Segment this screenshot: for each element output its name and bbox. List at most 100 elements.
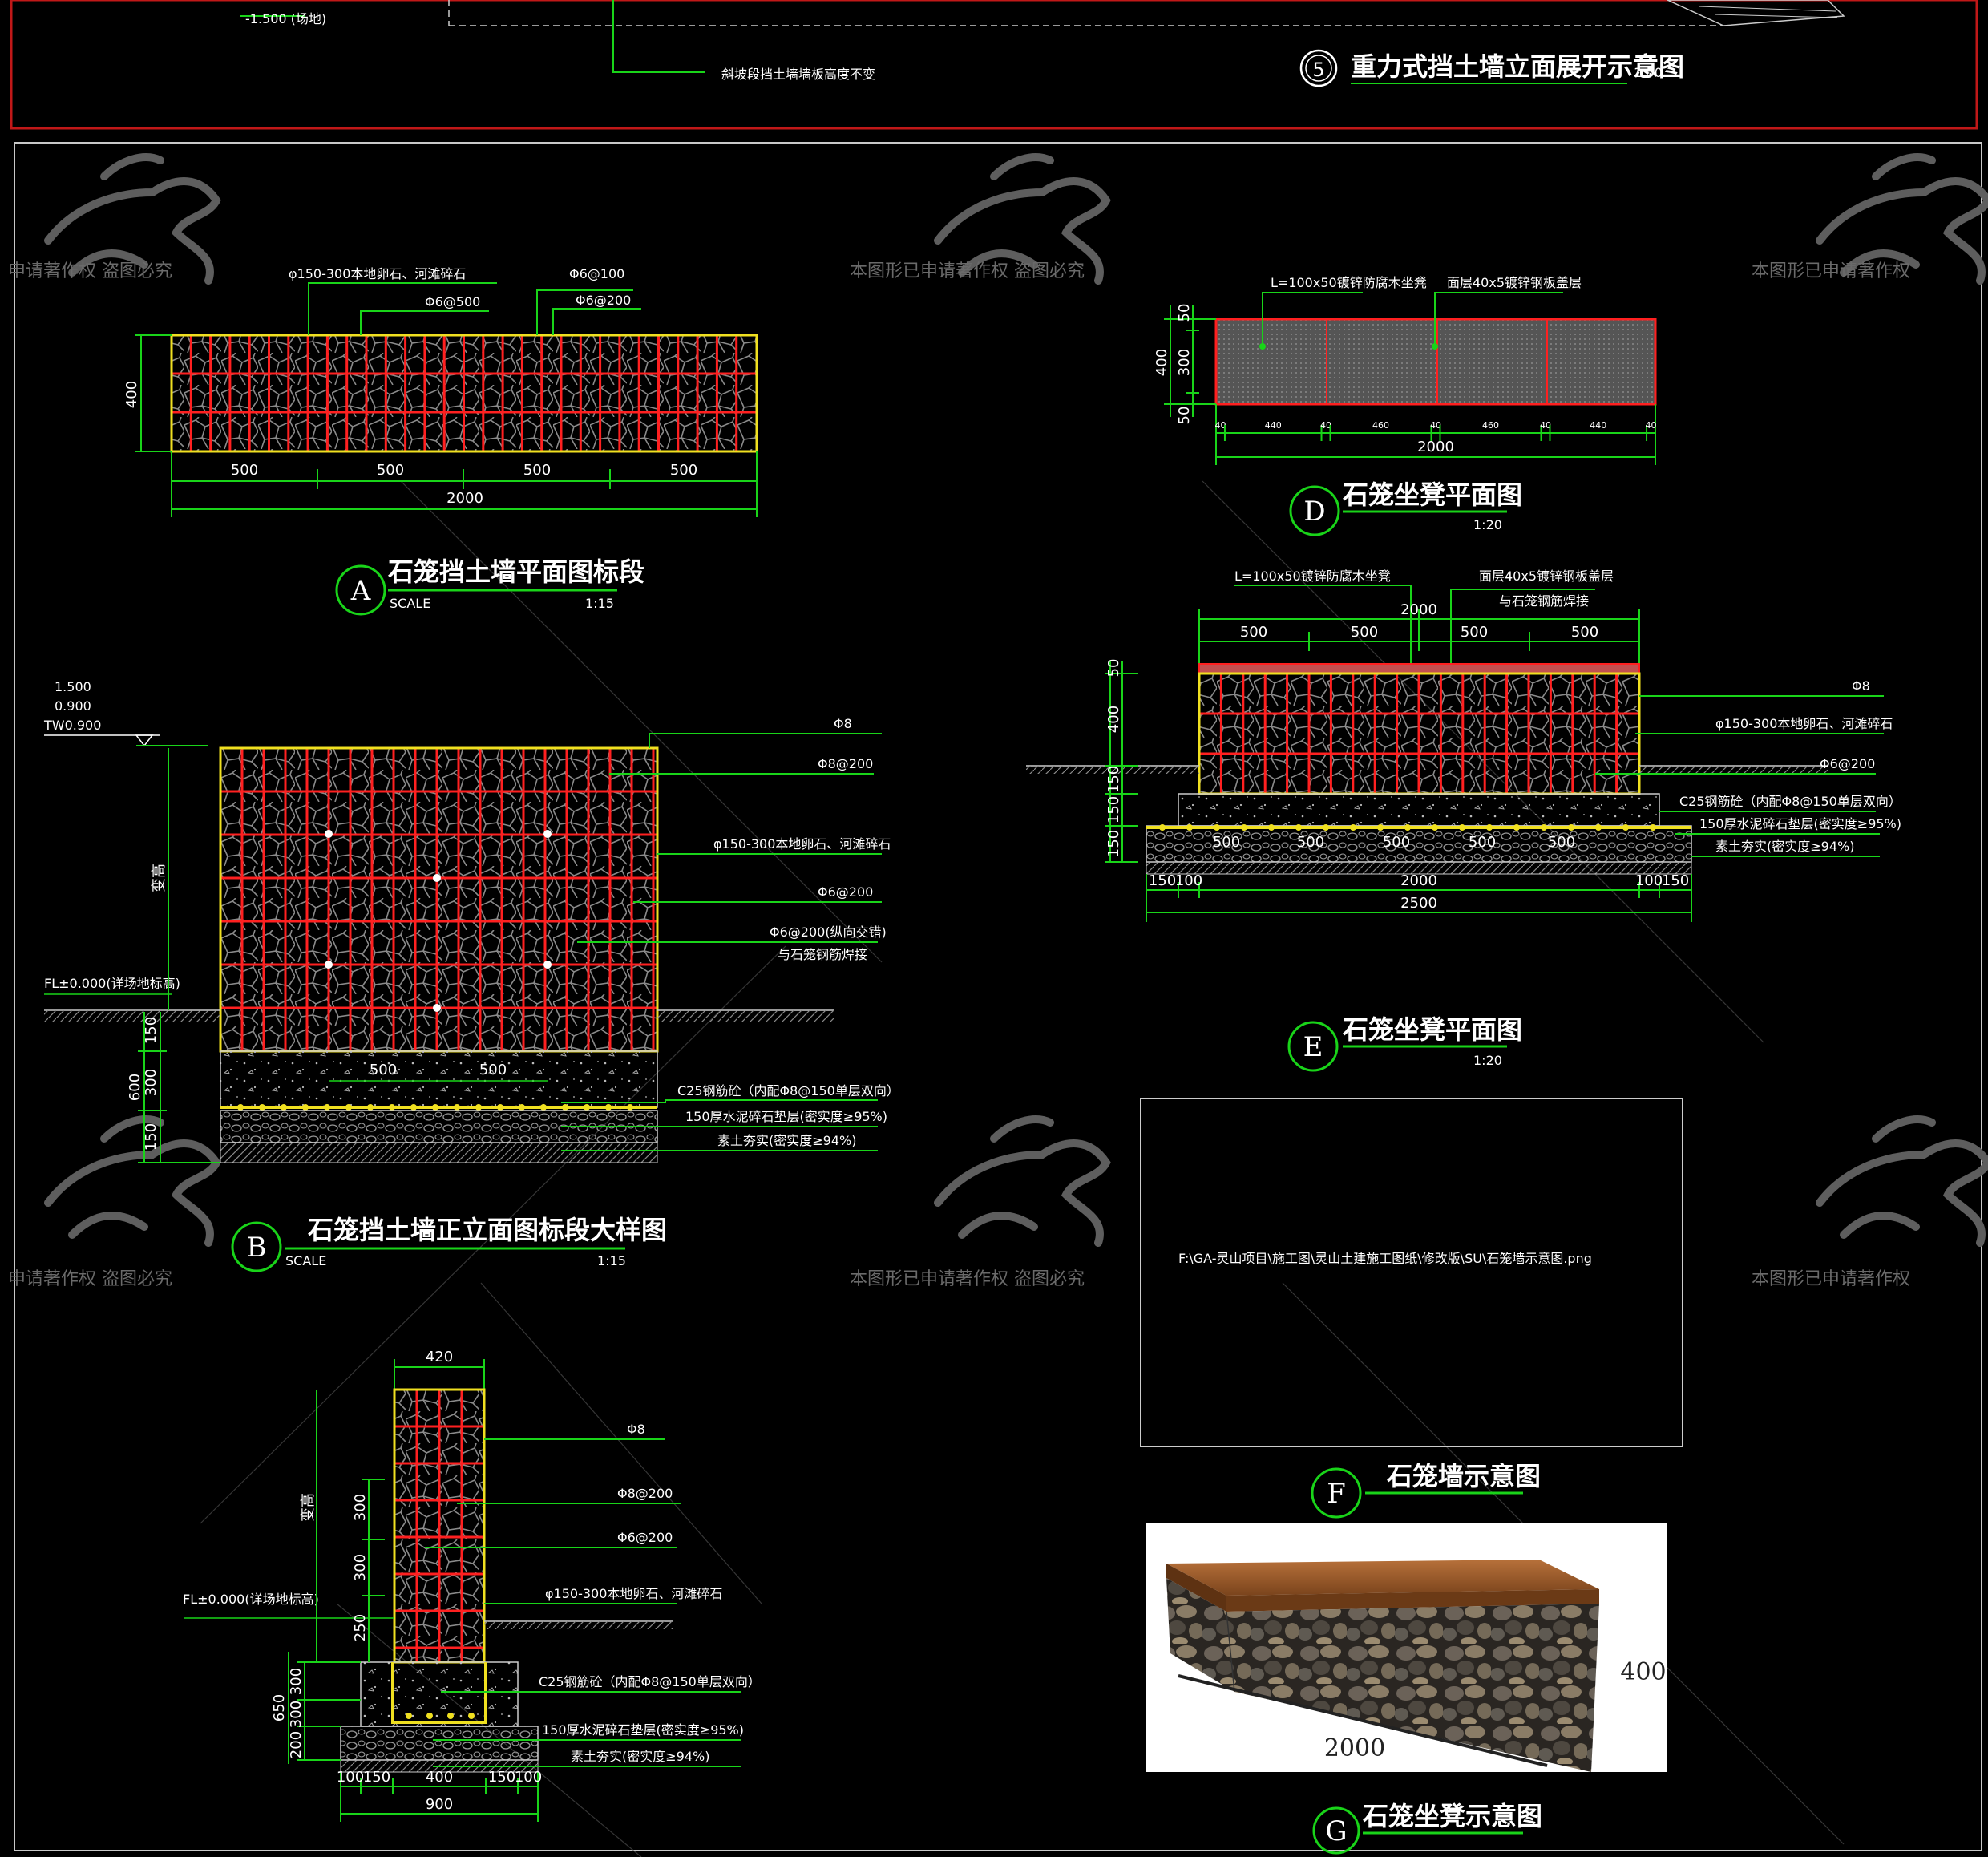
detail-b-dim-bottom: 500	[370, 1062, 397, 1078]
bench-dim-length: 2000	[1324, 1734, 1385, 1762]
footing-bar	[1295, 824, 1302, 831]
footing-bar	[1323, 824, 1329, 831]
detail-d-plan: L=100x50镀锌防腐木坐凳 面层40x5镀锌钢板盖层 50 300 50 4…	[1154, 275, 1657, 536]
footing-bar	[345, 1104, 352, 1111]
detail-e-dim-inside: 500	[1548, 834, 1575, 851]
detail-e-dim-inside: 500	[1213, 834, 1240, 851]
detail-a-title: 石笼挡土墙平面图标段	[387, 556, 644, 587]
detail-c-note: 素土夯实(密实度≥94%)	[571, 1749, 709, 1764]
detail-e-dim-bottom-total: 2500	[1400, 895, 1437, 912]
detail-b-scale-label: SCALE	[285, 1253, 326, 1268]
footing-bar	[1377, 824, 1384, 831]
detail-b-bubble-label: B	[247, 1232, 267, 1264]
detail-c-dim-bottom: 150	[363, 1769, 390, 1786]
detail-b-dim-bottom: 500	[479, 1062, 507, 1078]
detail-c-dim-left: 300	[288, 1668, 305, 1695]
footing-bar	[1350, 824, 1356, 831]
detail-c-top-dim: 420	[426, 1349, 453, 1365]
detail-b-ground-note: FL±0.000(详场地标高)	[44, 976, 180, 991]
footing-bar	[1622, 824, 1629, 831]
detail-b-note: 与石笼钢筋焊接	[778, 947, 867, 962]
footing-bar	[1159, 824, 1166, 831]
detail-d-scale: 1:20	[1473, 517, 1502, 532]
watermark-text: 本图形已申请著作权 盗图必究	[850, 261, 1085, 281]
footing-bar	[454, 1104, 460, 1111]
watermarks: 申请著作权 盗图必究 本图形已申请著作权 盗图必究 本图形已申请著作权 申请著作…	[8, 153, 1988, 1289]
footing-bar	[1486, 824, 1493, 831]
detail-b-side-dim: 变高	[151, 864, 168, 892]
detail-b-dim-left: 150	[143, 1123, 160, 1151]
detail-a-bubble-label: A	[350, 575, 371, 607]
watermark-horse-icon	[934, 1115, 1111, 1247]
top-strip-frame	[10, 0, 1978, 130]
detail-d-dim: 40	[1214, 420, 1226, 431]
footing-bar	[584, 1104, 590, 1111]
footing-bar	[468, 1713, 475, 1719]
footing-bar	[562, 1104, 568, 1111]
detail-e-dim-top: 500	[1351, 624, 1378, 641]
footing-bar	[389, 1104, 395, 1111]
footing-bar	[237, 1104, 244, 1111]
detail-e-bubble	[1287, 1021, 1339, 1072]
detail-e-dim-top: 500	[1461, 624, 1488, 641]
watermark-text: 本图形已申请著作权	[1752, 261, 1910, 281]
footing-bar	[540, 1104, 547, 1111]
footing-bar	[426, 1713, 433, 1719]
detail-c-note: Φ8@200	[617, 1486, 673, 1501]
watermark-horse-icon	[1816, 153, 1988, 285]
watermark-horse-icon	[44, 153, 221, 285]
detail-e-dim-left: 150	[1105, 796, 1122, 823]
detail-d-dim: 440	[1590, 420, 1606, 431]
detail-d-bubble	[1289, 485, 1340, 536]
footing-bar	[1241, 824, 1247, 831]
detail-b-bubble	[231, 1221, 282, 1272]
detail-c-dim-bottom-total: 900	[426, 1796, 453, 1813]
detail-e-footing-bars	[1159, 824, 1656, 831]
detail-a-note: Φ6@100	[569, 266, 624, 281]
detail-d-dim: 460	[1482, 420, 1499, 431]
detail-c-dim-left: 200	[288, 1731, 305, 1758]
detail-c-dim-left: 250	[352, 1614, 369, 1641]
detail-d-dim: 40	[1320, 420, 1331, 431]
detail-a-dim: 500	[523, 462, 551, 479]
detail-e-title: 石笼坐凳平面图	[1342, 1014, 1522, 1045]
detail-d-note: 面层40x5镀锌钢板盖层	[1447, 275, 1582, 290]
watermark-text: 申请著作权 盗图必究	[8, 1269, 172, 1289]
detail-b-dim-left: 300	[143, 1069, 160, 1096]
gabion-bench-picture	[1166, 1560, 1599, 1772]
detail-c-note: C25钢筋砼（内配Φ8@150单层双向）	[539, 1674, 761, 1689]
detail-a-bubble	[335, 564, 386, 616]
footing-bar	[1650, 824, 1656, 831]
detail-e-note: C25钢筋砼（内配Φ8@150单层双向）	[1679, 794, 1901, 809]
top-strip-note: 斜坡段挡土墙墙板高度不变	[721, 67, 875, 82]
footing-bar	[367, 1104, 374, 1111]
footing-bar	[497, 1104, 503, 1111]
detail-d-dim: 40	[1430, 420, 1441, 431]
detail-a-note: Φ6@200	[576, 293, 631, 308]
footing-bar	[1186, 824, 1193, 831]
detail-g-title: 石笼坐凳示意图	[1362, 1801, 1542, 1831]
footing-bar	[1568, 824, 1574, 831]
top-strip-scale: 1:50	[1634, 65, 1663, 80]
detail-c-dim-left: 300	[288, 1701, 305, 1728]
footing-bar	[281, 1104, 287, 1111]
detail-d-dim-left: 50	[1176, 304, 1193, 322]
detail-g-illustration: 2000 400 G 石笼坐凳示意图	[1146, 1523, 1667, 1855]
detail-d-dim-left: 300	[1176, 349, 1193, 376]
footing-bar	[519, 1104, 525, 1111]
detail-a-dim-total: 2000	[446, 490, 483, 507]
detail-c-dim-left: 300	[352, 1494, 369, 1521]
detail-e-note: Φ6@200	[1820, 756, 1875, 771]
footing-bar	[302, 1104, 309, 1111]
detail-b-elevation: 1.500 0.900 TW0.900 FL±0.000(详场地标高) 500 …	[43, 679, 899, 1272]
detail-a-rebar-grid	[172, 335, 757, 451]
watermark-horse-icon	[44, 1115, 221, 1247]
missing-image-placeholder	[1140, 1098, 1683, 1447]
detail-a-plan: φ150-300本地卵石、河滩碎石 Φ6@100 Φ6@500 Φ6@200 4…	[123, 266, 758, 616]
detail-b-rebar-grid	[220, 748, 657, 1051]
footing-bar	[259, 1104, 265, 1111]
detail-d-title: 石笼坐凳平面图	[1342, 479, 1522, 510]
detail-f-bubble-label: F	[1327, 1478, 1346, 1510]
detail-f-title: 石笼墙示意图	[1386, 1461, 1541, 1491]
detail-b-note: 150厚水泥碎石垫层(密实度≥95%)	[685, 1109, 887, 1124]
